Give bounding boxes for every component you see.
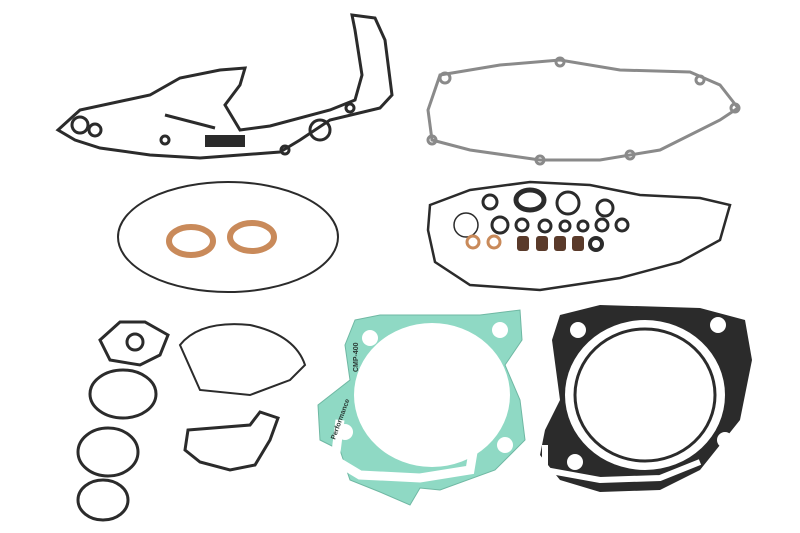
side-cover-gasket	[426, 180, 732, 292]
gasket-print-code: CMP-400	[353, 342, 360, 372]
cylinder-base-gasket: CMP-400 Performance	[317, 309, 526, 506]
cylinder-head-gasket	[540, 305, 752, 492]
gasket-tab	[205, 135, 245, 147]
valve-stem-seals	[517, 236, 584, 251]
exhaust-ring-right	[227, 220, 277, 254]
copper-washer	[486, 234, 502, 250]
o-ring-set	[453, 187, 630, 252]
exhaust-ring-left	[166, 224, 216, 258]
copper-washer	[465, 234, 481, 250]
large-o-ring	[117, 181, 339, 293]
crankcase-gasket-left	[55, 13, 394, 160]
clutch-cover-gasket	[426, 56, 741, 166]
small-gaskets	[76, 320, 307, 522]
